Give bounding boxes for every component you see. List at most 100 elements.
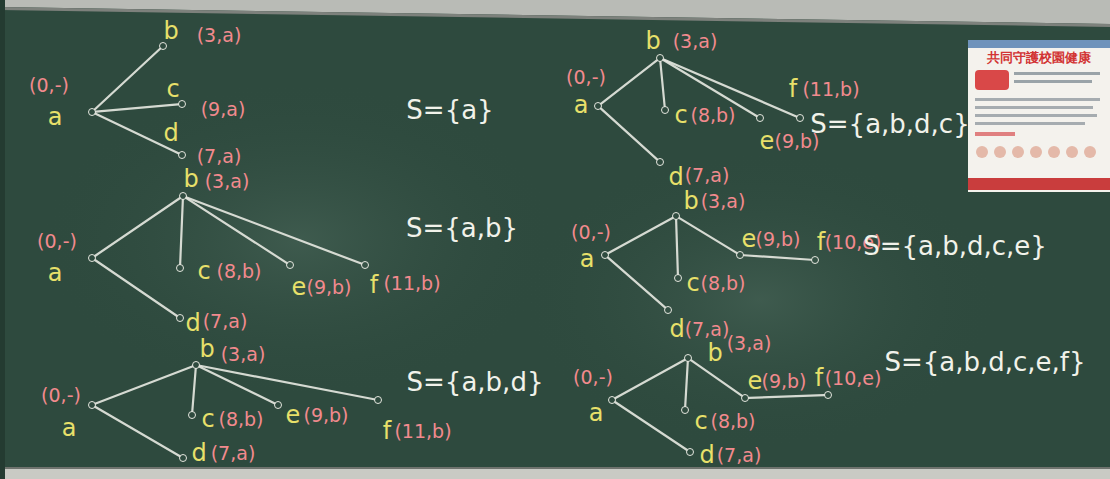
- vertex-name: a: [580, 246, 595, 272]
- graph-vertex: d(7,a): [179, 454, 187, 462]
- graph-vertex: d(7,a): [664, 306, 672, 314]
- tree-edge: [601, 60, 657, 103]
- poster-sheet: [968, 40, 1110, 192]
- poster-line: [1014, 80, 1092, 83]
- poster-icon: [994, 146, 1006, 158]
- distance-label: (9,b): [306, 277, 351, 298]
- distance-label: (7,a): [211, 443, 256, 464]
- poster-line: [975, 98, 1100, 101]
- vertex-name: f: [789, 76, 797, 102]
- poster-title: 共同守護校園健康: [987, 51, 1091, 65]
- poster-icon: [1012, 146, 1024, 158]
- tree-edge: [744, 255, 811, 259]
- distance-label: (9,a): [201, 99, 246, 120]
- vertex-name: c: [201, 406, 214, 432]
- chalk-smudge: [520, 150, 1000, 450]
- distance-label: (7,a): [197, 146, 242, 167]
- graph-vertex: a(0,-): [88, 254, 96, 262]
- distance-label: (7,a): [717, 445, 762, 466]
- poster: [968, 40, 1110, 192]
- distance-label: (11,b): [383, 273, 440, 294]
- poster-icon: [1084, 146, 1096, 158]
- board-edge: [0, 0, 5, 479]
- graph-vertex: c(9,a): [178, 100, 186, 108]
- poster-footer: [968, 178, 1110, 190]
- distance-label: (3,a): [205, 171, 250, 192]
- tree-edge: [660, 62, 664, 106]
- graph-vertex: a(0,-): [594, 102, 602, 110]
- graph-vertex: b(3,a): [672, 212, 680, 220]
- poster-line: [975, 122, 1085, 125]
- distance-label: (7,a): [685, 319, 730, 340]
- tree-edge: [180, 200, 183, 264]
- graph-vertex: a(0,-): [601, 251, 609, 259]
- vertex-name: b: [199, 336, 214, 362]
- tree-edge: [96, 114, 179, 154]
- distance-label: (3,a): [197, 25, 242, 46]
- distance-label: (9,b): [755, 229, 800, 250]
- tree-edge: [679, 218, 736, 253]
- set-label: S={a,b,d}: [407, 368, 544, 397]
- graph-vertex: a(0,-): [608, 396, 616, 404]
- chalk-tray: [0, 469, 1110, 479]
- distance-label: (3,a): [221, 344, 266, 365]
- tree-edge: [95, 260, 176, 315]
- tree-edge: [200, 366, 374, 399]
- distance-label: (3,a): [701, 191, 746, 212]
- distance-label: (8,b): [710, 411, 755, 432]
- vertex-name: e: [760, 128, 775, 154]
- graph-vertex: b(3,a): [684, 354, 692, 362]
- graph-vertex: e(9,b): [756, 114, 764, 122]
- set-label: S={a,b,d,c,e}: [863, 232, 1047, 261]
- distance-label: (8,b): [700, 273, 745, 294]
- vertex-name: d: [699, 442, 714, 468]
- vertex-name: c: [197, 258, 210, 284]
- graph-vertex: e(9,b): [274, 401, 282, 409]
- set-label: S={a,b,d,c}: [810, 110, 969, 139]
- poster-line: [1014, 72, 1100, 75]
- tree-edge: [187, 197, 362, 263]
- tree-edge: [192, 369, 195, 411]
- tree-edge: [95, 198, 179, 255]
- distance-label: (3,a): [673, 31, 718, 52]
- graph-vertex: f(11,b): [374, 396, 382, 404]
- poster-band: [968, 40, 1110, 48]
- poster-icon: [1048, 146, 1060, 158]
- vertex-name: e: [742, 226, 757, 252]
- tree-edge: [615, 402, 686, 450]
- tree-edge: [95, 407, 179, 456]
- poster-badge: [975, 70, 1009, 90]
- vertex-name: a: [574, 92, 589, 118]
- graph-vertex: d(7,a): [176, 314, 184, 322]
- tree-edge: [96, 366, 193, 403]
- graph-vertex: f(11,b): [361, 261, 369, 269]
- vertex-name: f: [383, 418, 391, 444]
- tree-edge: [601, 109, 657, 160]
- distance-label: (8,b): [216, 261, 261, 282]
- vertex-name: c: [686, 270, 699, 296]
- graph-vertex: d(7,a): [686, 448, 694, 456]
- graph-vertex: e(9,b): [736, 251, 744, 259]
- distance-label: (0,-): [573, 367, 613, 388]
- graph-vertex: c(8,b): [176, 264, 184, 272]
- distance-label: (9,b): [761, 371, 806, 392]
- graph-vertex: c(8,b): [188, 411, 196, 419]
- graph-vertex: b(3,a): [179, 192, 187, 200]
- distance-label: (8,b): [690, 105, 735, 126]
- vertex-name: e: [748, 368, 763, 394]
- graph-vertex: a(0,-): [88, 401, 96, 409]
- vertex-name: d: [669, 316, 684, 342]
- vertex-name: a: [589, 400, 604, 426]
- poster-line: [975, 132, 1015, 136]
- graph-vertex: b(3,a): [159, 42, 167, 50]
- vertex-name: b: [645, 28, 660, 54]
- tray-edge: [0, 467, 1110, 469]
- vertex-name: a: [48, 260, 63, 286]
- graph-vertex: d(7,a): [178, 151, 186, 159]
- vertex-name: c: [166, 76, 179, 102]
- distance-label: (0,-): [37, 231, 77, 252]
- set-label: S={a,b,d,c,e,f}: [884, 348, 1085, 377]
- distance-label: (3,a): [727, 333, 772, 354]
